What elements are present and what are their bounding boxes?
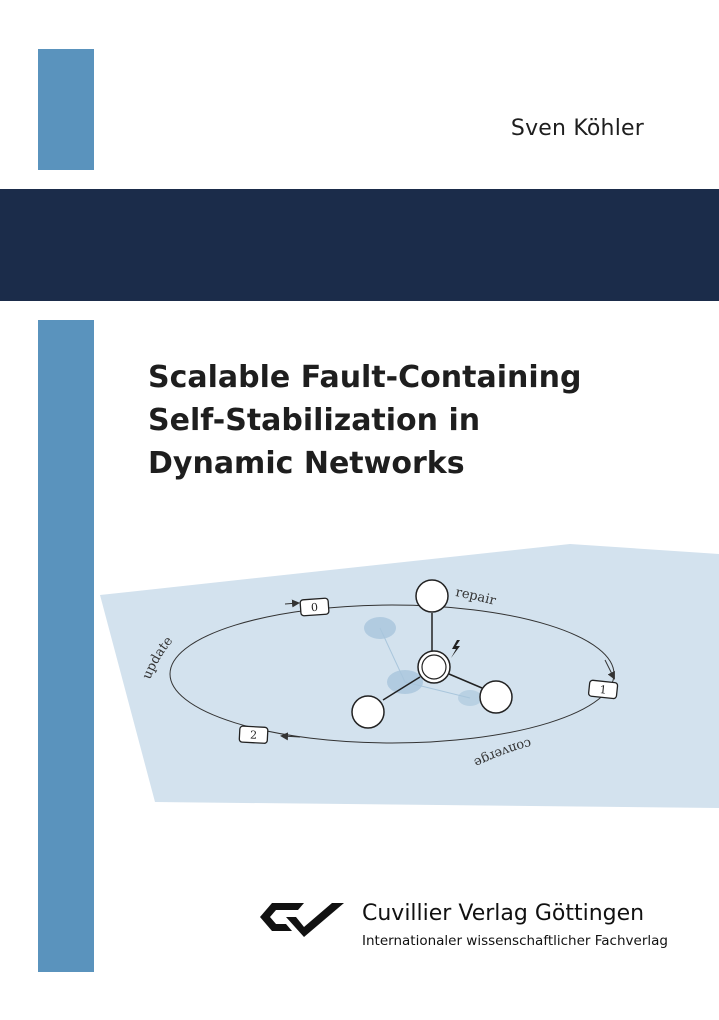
lightning-icon <box>451 640 460 658</box>
cover-diagram: 0 1 2 repair converge update <box>100 544 719 808</box>
title-line-2: Self-Stabilization in <box>148 403 481 438</box>
network-edge <box>382 676 421 701</box>
author-name: Sven Köhler <box>510 116 644 141</box>
title-line-1: Scalable Fault-Containing <box>148 360 582 395</box>
publisher-block: Cuvillier Verlag Göttingen International… <box>258 893 678 963</box>
publisher-logo-icon <box>260 903 344 937</box>
state-box-0: 0 <box>299 597 330 617</box>
state-label: 0 <box>311 601 319 614</box>
header-band <box>0 189 719 301</box>
title-line-3: Dynamic Networks <box>148 446 465 481</box>
network-node-right <box>479 680 513 714</box>
state-box-2: 2 <box>238 725 269 744</box>
publisher-tagline: Internationaler wissenschaftlicher Fachv… <box>362 933 668 949</box>
network-edge <box>448 673 483 689</box>
book-title: Scalable Fault-Containing Self-Stabiliza… <box>148 356 688 485</box>
decorative-bar-side <box>38 320 94 972</box>
network-node-faulty <box>417 650 451 684</box>
network-node-left <box>351 695 385 729</box>
state-label: 1 <box>599 683 607 697</box>
publisher-name: Cuvillier Verlag Göttingen <box>362 901 645 926</box>
decorative-bar-top <box>38 49 94 170</box>
state-box-1: 1 <box>587 679 619 700</box>
network-node-top <box>415 579 449 613</box>
state-label: 2 <box>250 729 258 742</box>
